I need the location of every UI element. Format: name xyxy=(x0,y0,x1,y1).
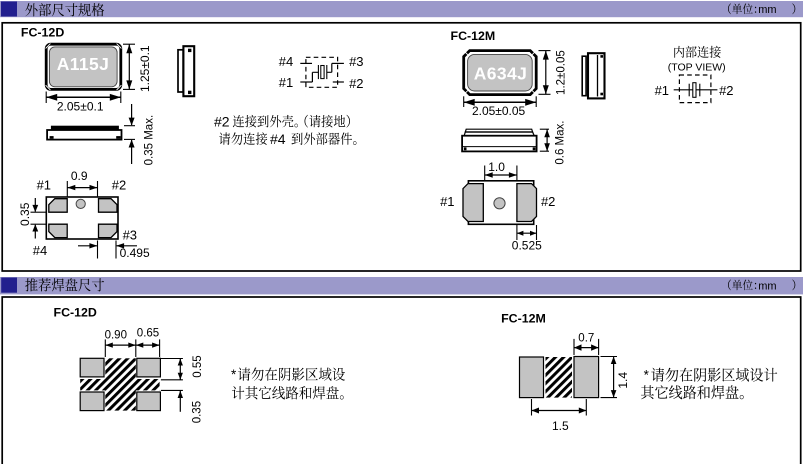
svg-text:FC-12D: FC-12D xyxy=(21,26,64,40)
svg-text:#4: #4 xyxy=(270,131,286,147)
svg-text:#3: #3 xyxy=(349,54,363,69)
svg-text:0.55: 0.55 xyxy=(192,355,204,377)
svg-text:*: * xyxy=(231,367,237,382)
svg-text:#2: #2 xyxy=(541,194,555,209)
svg-text:1.4: 1.4 xyxy=(616,372,630,389)
svg-text:2.05±0.1: 2.05±0.1 xyxy=(57,99,104,113)
svg-text:0.525: 0.525 xyxy=(512,239,542,253)
svg-text:0.65: 0.65 xyxy=(137,327,159,339)
svg-text:0.90: 0.90 xyxy=(105,329,127,341)
svg-text:0.7: 0.7 xyxy=(578,333,594,345)
svg-text:#2: #2 xyxy=(214,113,230,129)
svg-text:#2: #2 xyxy=(349,76,363,91)
svg-text:0.495: 0.495 xyxy=(120,246,150,260)
svg-text:#2: #2 xyxy=(719,83,733,98)
svg-text:0.35: 0.35 xyxy=(192,401,204,423)
svg-text:0.6 Max.: 0.6 Max. xyxy=(554,121,566,165)
svg-text:#2: #2 xyxy=(112,178,126,193)
svg-text:#1: #1 xyxy=(655,83,669,98)
svg-text:0.35 Max.: 0.35 Max. xyxy=(143,115,155,166)
svg-text:FC-12M: FC-12M xyxy=(451,29,496,43)
svg-text:0.9: 0.9 xyxy=(71,169,88,183)
svg-text:1.0: 1.0 xyxy=(488,160,505,174)
svg-text:#1: #1 xyxy=(37,178,51,193)
svg-text:FC-12D: FC-12D xyxy=(54,305,97,319)
svg-text:#1: #1 xyxy=(440,194,454,209)
svg-text:(TOP VIEW): (TOP VIEW) xyxy=(668,61,726,73)
svg-text:mm: mm xyxy=(758,280,776,292)
svg-text:1.5: 1.5 xyxy=(552,419,569,433)
svg-text:1.2±0.05: 1.2±0.05 xyxy=(556,50,568,95)
svg-text:mm: mm xyxy=(758,4,776,16)
svg-text:2.05±0.05: 2.05±0.05 xyxy=(472,104,526,118)
svg-text:#4: #4 xyxy=(279,54,293,69)
svg-text:A115J: A115J xyxy=(57,54,110,74)
svg-text:#4: #4 xyxy=(33,243,47,258)
svg-text:A634J: A634J xyxy=(474,64,528,84)
svg-text:#1: #1 xyxy=(279,75,293,90)
svg-text:*: * xyxy=(644,368,650,383)
svg-text:0.35: 0.35 xyxy=(18,202,32,226)
svg-text:#3: #3 xyxy=(123,228,137,243)
svg-text:1.25±0.1: 1.25±0.1 xyxy=(138,45,152,92)
svg-text:FC-12M: FC-12M xyxy=(501,311,546,325)
